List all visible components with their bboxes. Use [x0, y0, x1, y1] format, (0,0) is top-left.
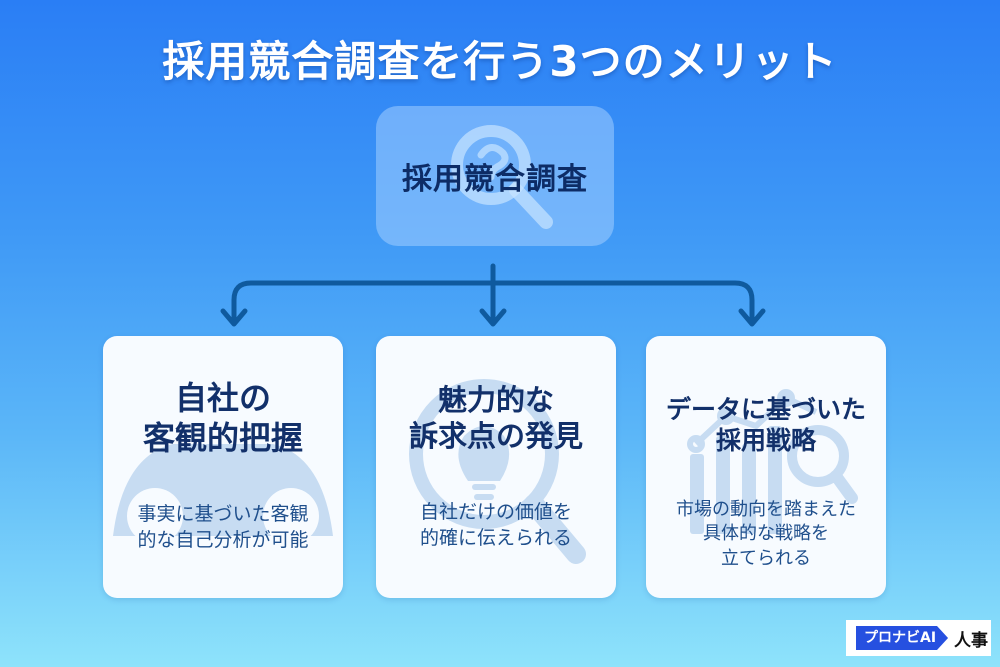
card-heading: 自社の 客観的把握	[142, 379, 303, 457]
brand-logo: プロナビAI 人事	[846, 620, 991, 656]
arrow-head-right	[738, 308, 766, 327]
benefit-card-self-analysis: 自社の 客観的把握 事実に基づいた客観 的な自己分析が可能	[103, 336, 343, 598]
card-description: 事実に基づいた客観 的な自己分析が可能	[137, 503, 309, 551]
center-node: 採用競合調査	[376, 106, 614, 246]
chart-magnifier-icon	[687, 389, 858, 534]
page-title: 採用競合調査を行う3つのメリット	[162, 37, 838, 86]
card-heading: 魅力的な 訴求点の発見	[408, 383, 583, 454]
card-description: 市場の動向を踏まえた 具体的な戦略を 立てられる	[676, 499, 856, 569]
lightbulb-magnifier-icon	[409, 379, 586, 564]
logo-brand: プロナビAI	[856, 626, 949, 650]
center-node-label: 採用競合調査	[402, 162, 588, 197]
magnifier-question-icon	[451, 125, 553, 229]
arrow-head-left	[220, 308, 248, 327]
arrow-head-center	[479, 308, 507, 327]
logo-suffix: 人事	[954, 630, 989, 651]
benefit-card-data-strategy: データに基づいた 採用戦略 市場の動向を踏まえた 具体的な戦略を 立てられる	[646, 336, 886, 598]
card-description: 自社だけの価値を 的確に伝えられる	[419, 501, 572, 549]
connector-bar	[231, 280, 755, 325]
benefit-card-appeal-points: 魅力的な 訴求点の発見 自社だけの価値を 的確に伝えられる	[376, 336, 616, 598]
binoculars-icon	[113, 444, 333, 544]
card-heading: データに基づいた 採用戦略	[665, 395, 866, 456]
